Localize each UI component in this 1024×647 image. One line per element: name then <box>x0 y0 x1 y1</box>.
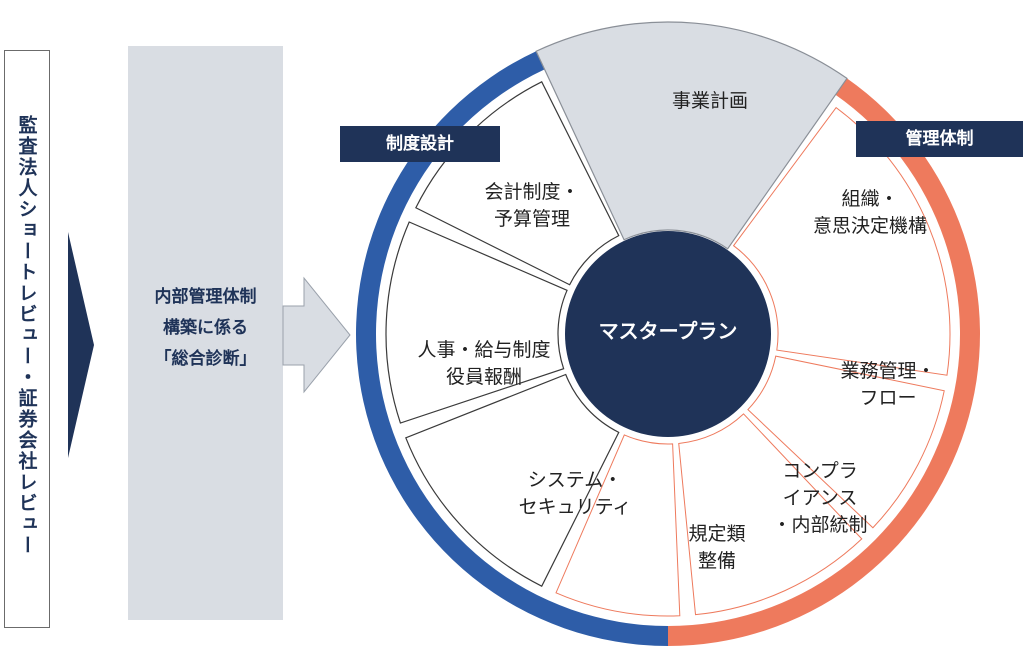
center-circle <box>565 231 771 437</box>
business-plan-segment <box>535 21 848 250</box>
segment-hr: 人事・給与制度 役員報酬 <box>404 337 564 391</box>
triangle-arrow-icon <box>68 232 94 458</box>
system-line-1: システム・ <box>527 469 623 491</box>
accounting-line-2: 予算管理 <box>493 208 570 230</box>
compliance-line-3: ・内部統制 <box>772 514 868 536</box>
diagnosis-line-2: 構築に係る <box>163 318 248 338</box>
diagnosis-panel <box>128 46 283 620</box>
segment-organization: 組織・ 意思決定機構 <box>790 186 950 240</box>
segment-business-plan: 事業計画 <box>645 88 775 115</box>
management-tag: 管理体制 <box>856 121 1023 157</box>
compliance-line-1: コンプラ <box>782 460 858 482</box>
operations-segment <box>747 355 945 529</box>
diagnosis-line-1: 内部管理体制 <box>154 287 257 307</box>
system-segment <box>405 373 620 587</box>
system-line-2: セキュリティ <box>518 496 632 518</box>
review-label: 監査法人ショートレビュー・証券会社レビュー <box>15 115 38 556</box>
hr-segment <box>385 221 568 424</box>
master-plan-label: マスタープラン <box>598 319 738 343</box>
compliance-line-2: イアンス <box>782 487 858 509</box>
segment-operations: 業務管理・ フロー <box>818 358 958 412</box>
organization-segment <box>732 106 951 376</box>
segment-system: システム・ セキュリティ <box>500 467 650 521</box>
operations-line-2: フロー <box>859 387 917 409</box>
rules-segment <box>555 434 681 617</box>
accounting-line-1: 会計制度・ <box>484 181 580 203</box>
organization-line-2: 意思決定機構 <box>812 215 927 237</box>
review-box: 監査法人ショートレビュー・証券会社レビュー <box>4 50 50 628</box>
design-tag: 制度設計 <box>340 126 500 162</box>
compliance-segment <box>678 413 863 616</box>
diagnosis-label: 内部管理体制 構築に係る 「総合診断」 <box>128 282 283 375</box>
block-arrow-icon <box>282 276 351 394</box>
rules-line-1: 規定類 <box>688 523 746 545</box>
segment-compliance: コンプラ イアンス ・内部統制 <box>760 458 880 539</box>
rules-line-2: 整備 <box>697 550 736 572</box>
diagnosis-line-3: 「総合診断」 <box>154 349 257 369</box>
wheel <box>356 21 981 646</box>
segment-rules: 規定類 整備 <box>672 521 762 575</box>
segment-accounting: 会計制度・ 予算管理 <box>462 179 602 233</box>
operations-line-1: 業務管理・ <box>840 360 936 382</box>
hr-line-1: 人事・給与制度 <box>417 339 551 361</box>
business-plan-text: 事業計画 <box>671 90 748 112</box>
organization-line-1: 組織・ <box>841 188 899 210</box>
hr-line-2: 役員報酬 <box>445 366 522 388</box>
accounting-segment <box>415 81 620 286</box>
